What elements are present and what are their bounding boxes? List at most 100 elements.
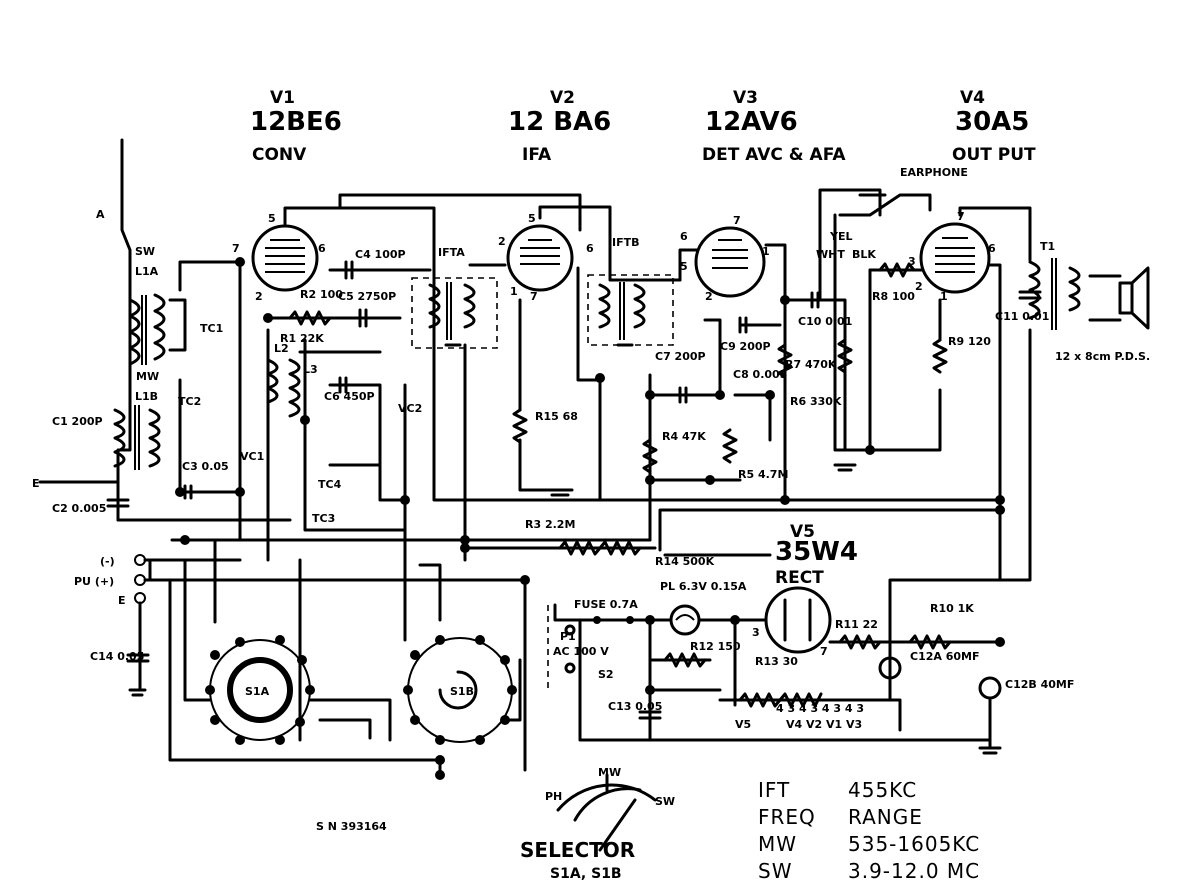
selector-pos-mw: MW	[598, 766, 621, 779]
v2-type: 12 BA6	[508, 107, 611, 137]
label-wht: WHT	[816, 248, 845, 261]
label-r9: R9 120	[948, 335, 991, 348]
resistor-r8	[878, 262, 916, 278]
svg-text:6: 6	[680, 230, 688, 243]
label-tc3: TC3	[312, 512, 335, 525]
resistor-r13-chain	[738, 692, 823, 708]
v5-type: 35W4	[775, 537, 858, 567]
coil-l1b	[113, 405, 161, 470]
svg-text:7: 7	[530, 290, 538, 303]
label-yel: YEL	[829, 230, 853, 243]
resistor-r3	[558, 540, 602, 556]
wafer-s1a	[205, 635, 315, 745]
label-fuse: FUSE 0.7A	[574, 598, 638, 611]
label-pu-plus: PU (+)	[74, 575, 114, 588]
label-earphone: EARPHONE	[900, 166, 968, 179]
label-r4: R4 47K	[662, 430, 706, 443]
resistor-r6	[777, 343, 793, 379]
tube-v2: 5 2 6 1 7	[498, 212, 594, 303]
resistor-r1	[288, 310, 332, 326]
svg-text:6: 6	[318, 242, 326, 255]
tube-v4-title: V4 30A5 OUT PUT	[952, 88, 1036, 165]
label-pu-minus: (-)	[100, 555, 115, 568]
svg-text:2: 2	[705, 290, 713, 303]
label-l1b: L1B	[135, 390, 158, 403]
pilot-lamp-icon	[669, 604, 701, 636]
v1-type: 12BE6	[250, 107, 342, 137]
resistor-r7	[837, 338, 853, 374]
label-c5: C5 2750P	[338, 290, 396, 303]
fuse-icon	[593, 616, 642, 624]
spec-value-freq: RANGE	[848, 805, 923, 829]
label-t1: T1	[1040, 240, 1055, 253]
speaker-icon	[1118, 266, 1150, 330]
resistor-r15	[512, 408, 528, 444]
label-ifta: IFTA	[438, 246, 465, 259]
v5-function: RECT	[775, 568, 824, 588]
label-r6: R6 330K	[790, 395, 842, 408]
tube-v2-title: V2 12 BA6 IFA	[508, 88, 611, 165]
label-r12: R12 150	[690, 640, 741, 653]
transformer-iftb	[587, 274, 674, 346]
capacitor-c3	[183, 484, 193, 500]
label-ground: E	[32, 477, 40, 490]
resistor-r4	[642, 438, 658, 474]
label-c13: C13 0.05	[608, 700, 662, 713]
resistor-r14	[598, 540, 642, 556]
svg-text:7: 7	[232, 242, 240, 255]
label-c8: C8 0.005	[733, 368, 787, 381]
svg-text:1: 1	[762, 245, 770, 258]
resistor-r9	[932, 338, 948, 374]
svg-text:2: 2	[255, 290, 263, 303]
label-pilot: PL 6.3V 0.15A	[660, 580, 747, 593]
capacitor-c7	[678, 386, 688, 404]
svg-text:5: 5	[528, 212, 536, 225]
v3-ref: V3	[733, 88, 758, 108]
label-r7: R7 470K	[785, 358, 837, 371]
label-l3: L3	[303, 363, 318, 376]
capacitor-c12b	[978, 676, 1002, 700]
capacitor-c5	[358, 308, 368, 328]
label-antenna: A	[96, 208, 105, 221]
label-c1: C1 200P	[52, 415, 103, 428]
v4-ref: V4	[960, 88, 985, 108]
transformer-ifta	[411, 277, 498, 349]
svg-text:2: 2	[915, 280, 923, 293]
label-iftb: IFTB	[612, 236, 640, 249]
svg-text:7: 7	[733, 214, 741, 227]
v2-ref: V2	[550, 88, 575, 108]
tube-v1-title: V1 12BE6 CONV	[250, 88, 342, 165]
v4-type: 30A5	[955, 107, 1029, 137]
resistor-r5	[722, 428, 738, 464]
spec-label-sw: SW	[758, 859, 792, 883]
label-sw: SW	[135, 245, 155, 258]
ground-icon	[546, 488, 574, 497]
capacitor-c11	[1018, 290, 1042, 300]
label-c12a: C12A 60MF	[910, 650, 980, 663]
label-serial: S N 393164	[316, 820, 387, 833]
selector-pos-sw: SW	[655, 795, 675, 808]
label-r1: R1 22K	[280, 332, 324, 345]
svg-text:3: 3	[752, 626, 760, 639]
label-r14: R14 500K	[655, 555, 715, 568]
label-tc4: TC4	[318, 478, 342, 491]
selector-sub: S1A, S1B	[550, 866, 622, 882]
label-c11: C11 0.01	[995, 310, 1049, 323]
tube-v3: 7 6 5 2 1	[680, 214, 770, 303]
selector-title: SELECTOR	[520, 838, 635, 862]
label-c9: C9 200P	[720, 340, 771, 353]
selector-dial	[556, 773, 657, 852]
label-r8: R8 100	[872, 290, 915, 303]
wafer-s1b	[403, 635, 517, 745]
svg-text:2: 2	[498, 235, 506, 248]
capacitors	[106, 260, 1042, 720]
label-s2: S2	[598, 668, 614, 681]
resistor-r12	[663, 652, 707, 668]
selector-pos-ph: PH	[545, 790, 562, 803]
label-mw: MW	[136, 370, 159, 383]
resistor-r10	[908, 634, 952, 650]
label-heater-v5: V5	[735, 718, 751, 731]
resistor-r11	[838, 634, 882, 650]
capacitor-c14	[126, 653, 150, 663]
